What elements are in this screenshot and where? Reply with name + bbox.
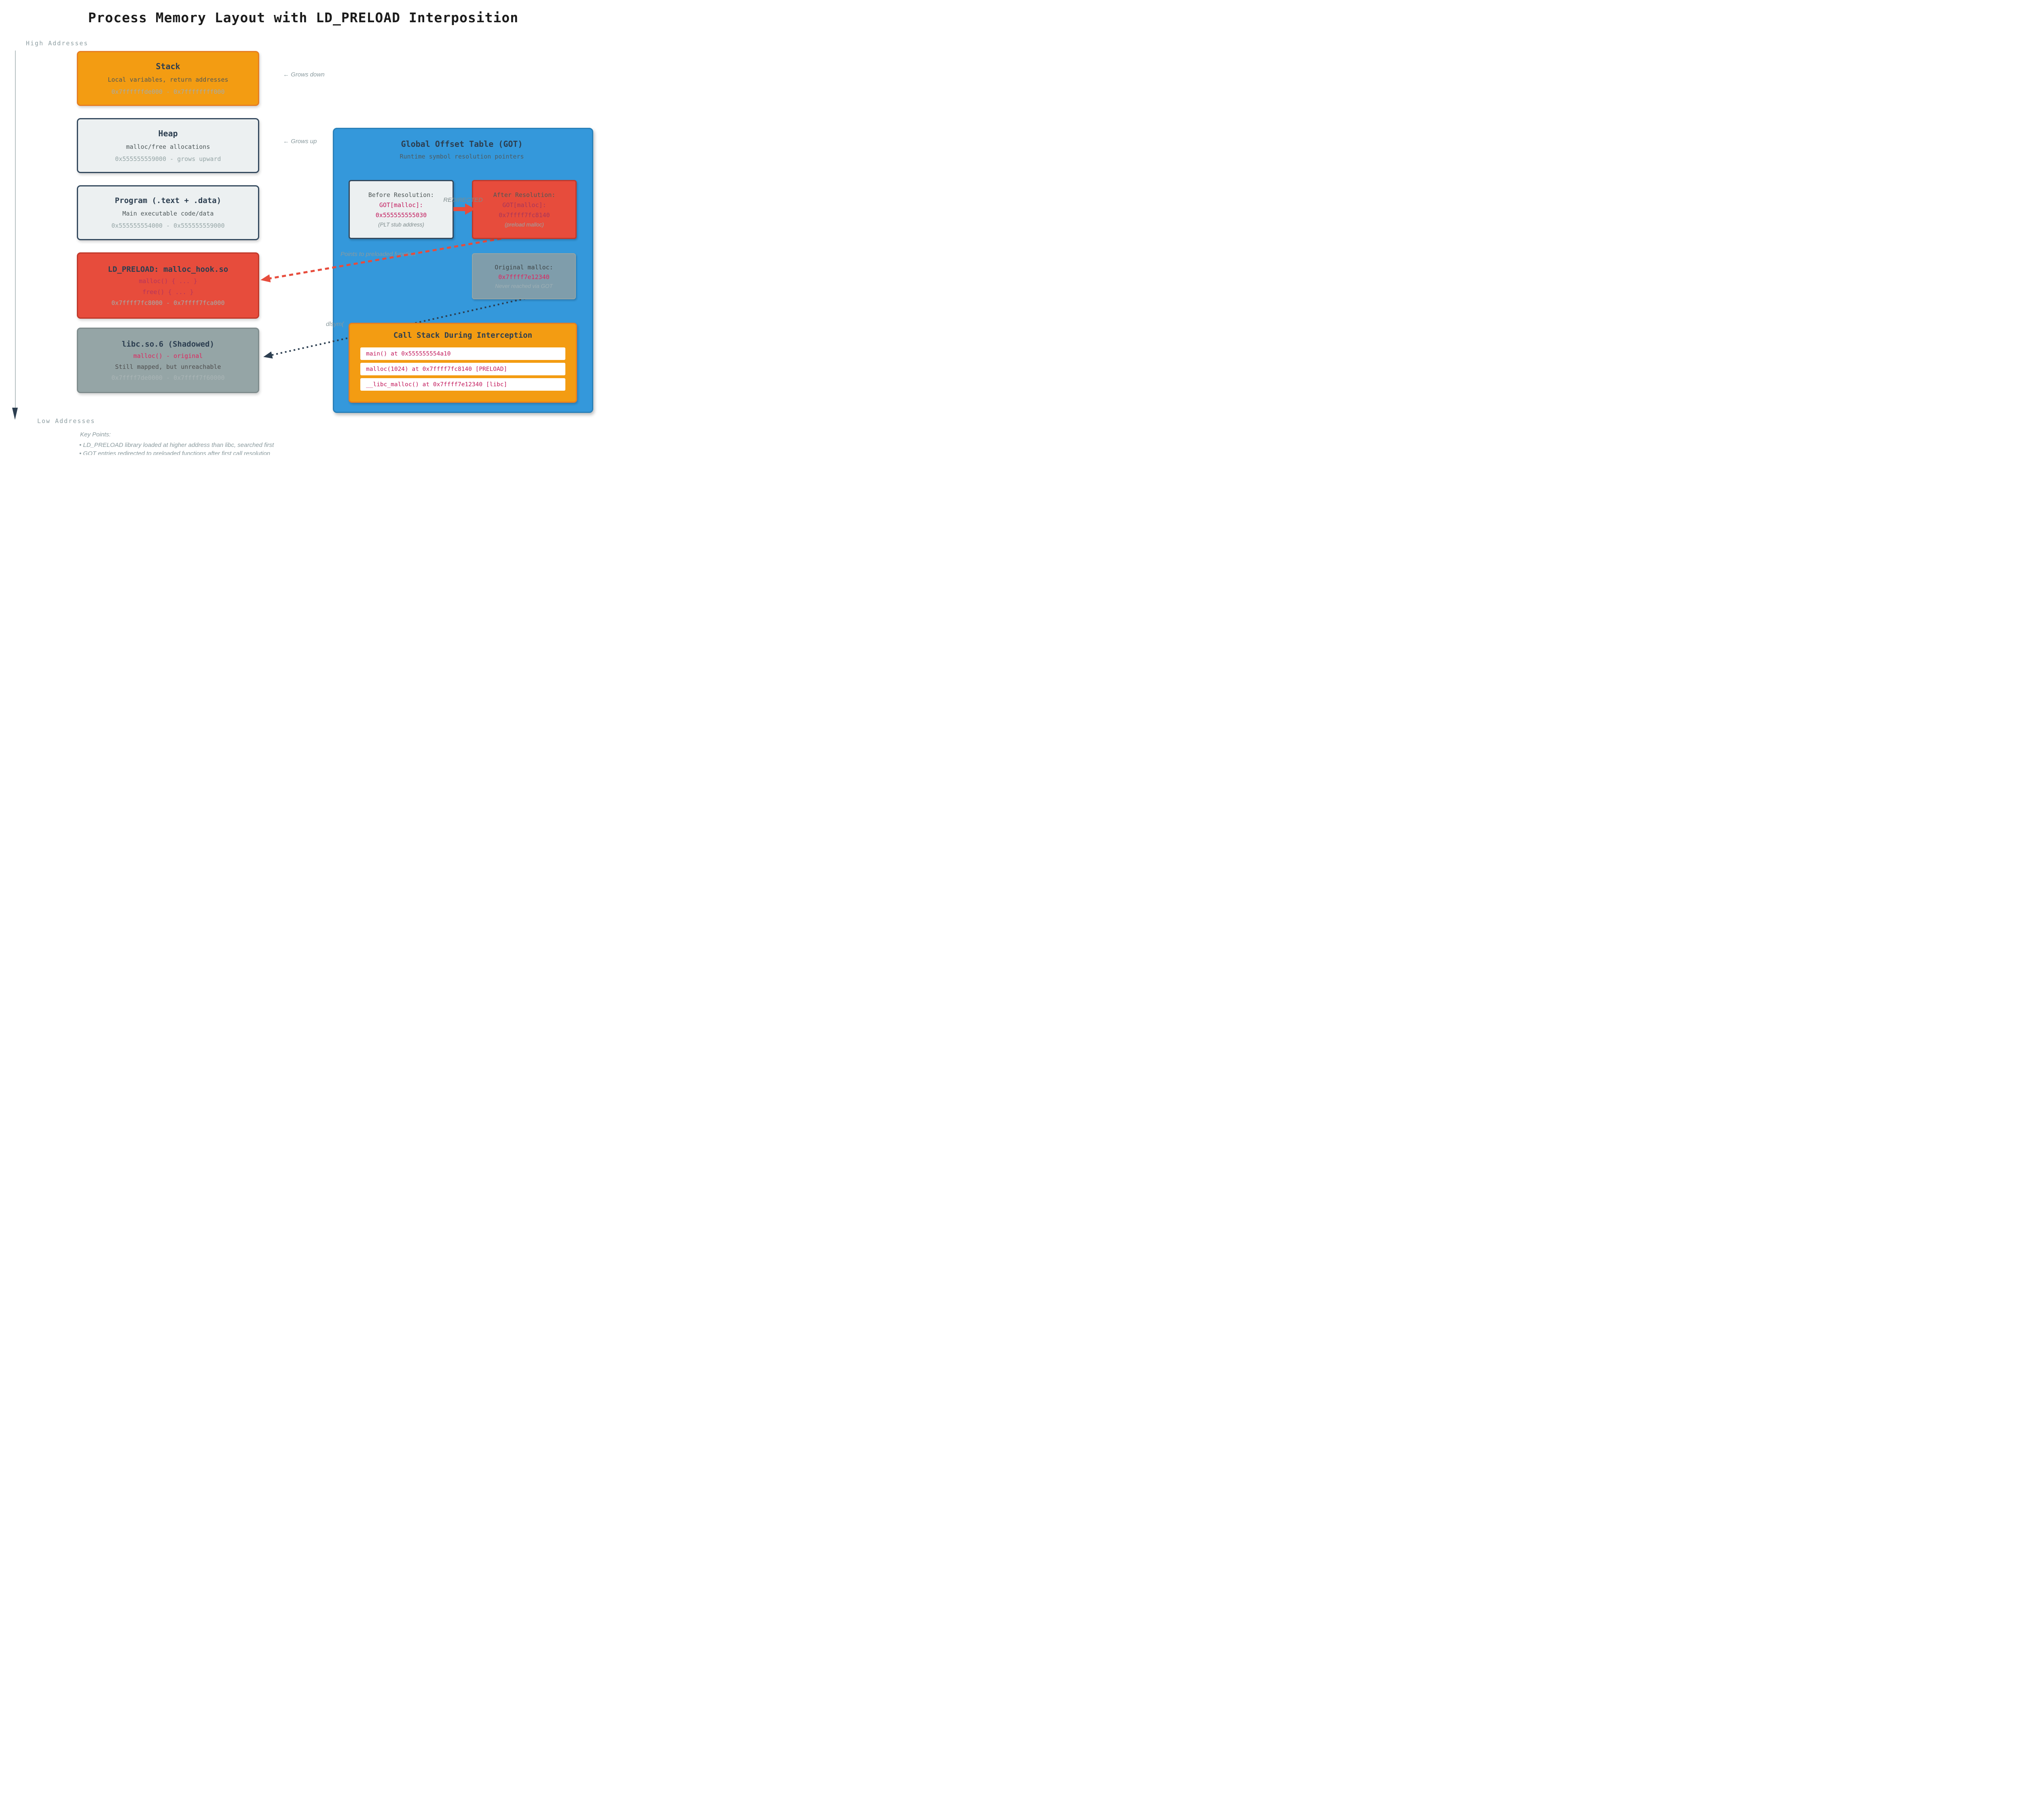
got-title: Global Offset Table (GOT) bbox=[401, 139, 523, 149]
ld-preload-range: 0x7ffff7fc8000 - 0x7ffff7fca000 bbox=[111, 299, 225, 307]
libc-range: 0x7ffff7de0000 - 0x7ffff7f60000 bbox=[111, 374, 225, 381]
ld-preload-malloc-code: malloc() { ... } bbox=[139, 277, 197, 285]
program-title: Program (.text + .data) bbox=[114, 196, 222, 205]
ld-preload-title: LD_PRELOAD: malloc_hook.so bbox=[108, 265, 228, 274]
program-desc: Main executable code/data bbox=[122, 210, 214, 217]
address-axis-line bbox=[15, 51, 16, 414]
after-resolution-title: After Resolution: bbox=[493, 191, 556, 199]
after-got-value: 0x7ffff7fc8140 bbox=[499, 212, 550, 219]
before-got-entry: GOT[malloc]: bbox=[379, 201, 423, 209]
key-points-title: Key Points: bbox=[80, 431, 111, 438]
before-resolution-box: Before Resolution: GOT[malloc]: 0x555555… bbox=[349, 180, 454, 239]
after-resolution-box: After Resolution: GOT[malloc]: 0x7ffff7f… bbox=[472, 180, 577, 239]
high-addresses-label: High Addresses bbox=[26, 40, 89, 47]
grows-up-annotation: ← Grows up bbox=[283, 138, 317, 145]
heap-desc: malloc/free allocations bbox=[126, 143, 210, 150]
call-stack-frame-main: main() at 0x555555554a10 bbox=[360, 347, 565, 360]
heap-title: Heap bbox=[158, 129, 178, 138]
stack-range: 0x7ffffffde000 - 0x7ffffffff000 bbox=[111, 88, 225, 95]
key-point-1: • LD_PRELOAD library loaded at higher ad… bbox=[79, 442, 274, 449]
stack-title: Stack bbox=[156, 61, 180, 71]
after-note: (preload malloc) bbox=[505, 222, 544, 228]
call-stack-box: Call Stack During Interception main() at… bbox=[349, 323, 577, 403]
before-note: (PLT stub address) bbox=[378, 222, 424, 228]
call-stack-frame-malloc: malloc(1024) at 0x7ffff7fc8140 [PRELOAD] bbox=[360, 363, 565, 375]
original-malloc-box: Original malloc: 0x7ffff7e12340 Never re… bbox=[472, 253, 576, 299]
page-title: Process Memory Layout with LD_PRELOAD In… bbox=[88, 10, 519, 25]
stack-box: Stack Local variables, return addresses … bbox=[77, 51, 259, 106]
down-arrow-icon bbox=[12, 408, 18, 420]
heap-range: 0x555555559000 - grows upward bbox=[115, 155, 221, 163]
program-box: Program (.text + .data) Main executable … bbox=[77, 185, 259, 240]
call-stack-frame-text: main() at 0x555555554a10 bbox=[366, 350, 451, 357]
diagram-canvas: Process Memory Layout with LD_PRELOAD In… bbox=[0, 0, 607, 455]
ld-preload-box: LD_PRELOAD: malloc_hook.so malloc() { ..… bbox=[77, 252, 259, 319]
after-got-entry: GOT[malloc]: bbox=[502, 201, 546, 209]
original-malloc-value: 0x7ffff7e12340 bbox=[498, 273, 550, 281]
points-to-preloaded-label: Points to preloaded function bbox=[341, 251, 416, 258]
grows-down-annotation: ← Grows down bbox=[283, 71, 325, 78]
got-subtitle: Runtime symbol resolution pointers bbox=[400, 153, 524, 160]
before-resolution-title: Before Resolution: bbox=[368, 191, 434, 199]
redirected-label: REDIRECTED bbox=[443, 197, 483, 203]
program-range: 0x555555554000 - 0x555555559000 bbox=[111, 222, 225, 229]
before-got-value: 0x555555555030 bbox=[375, 212, 427, 219]
original-malloc-title: Original malloc: bbox=[495, 263, 553, 271]
libc-box: libc.so.6 (Shadowed) malloc() - original… bbox=[77, 328, 259, 393]
dlsym-label: dlsym( bbox=[326, 321, 344, 328]
libc-malloc-code: malloc() - original bbox=[133, 352, 203, 360]
call-stack-title: Call Stack During Interception bbox=[393, 331, 533, 340]
ld-preload-free-code: free() { ... } bbox=[142, 288, 194, 296]
original-malloc-note: Never reached via GOT bbox=[495, 283, 553, 289]
stack-desc: Local variables, return addresses bbox=[108, 76, 228, 83]
low-addresses-label: Low Addresses bbox=[37, 417, 95, 425]
key-point-2: • GOT entries redirected to preloaded fu… bbox=[79, 450, 271, 455]
heap-box: Heap malloc/free allocations 0x555555559… bbox=[77, 118, 259, 173]
call-stack-frame-text: __libc_malloc() at 0x7ffff7e12340 [libc] bbox=[366, 381, 508, 388]
libc-title: libc.so.6 (Shadowed) bbox=[122, 339, 214, 349]
call-stack-frame-libc-malloc: __libc_malloc() at 0x7ffff7e12340 [libc] bbox=[360, 378, 565, 391]
call-stack-frame-text: malloc(1024) at 0x7ffff7fc8140 [PRELOAD] bbox=[366, 366, 508, 372]
libc-desc: Still mapped, but unreachable bbox=[115, 363, 221, 370]
